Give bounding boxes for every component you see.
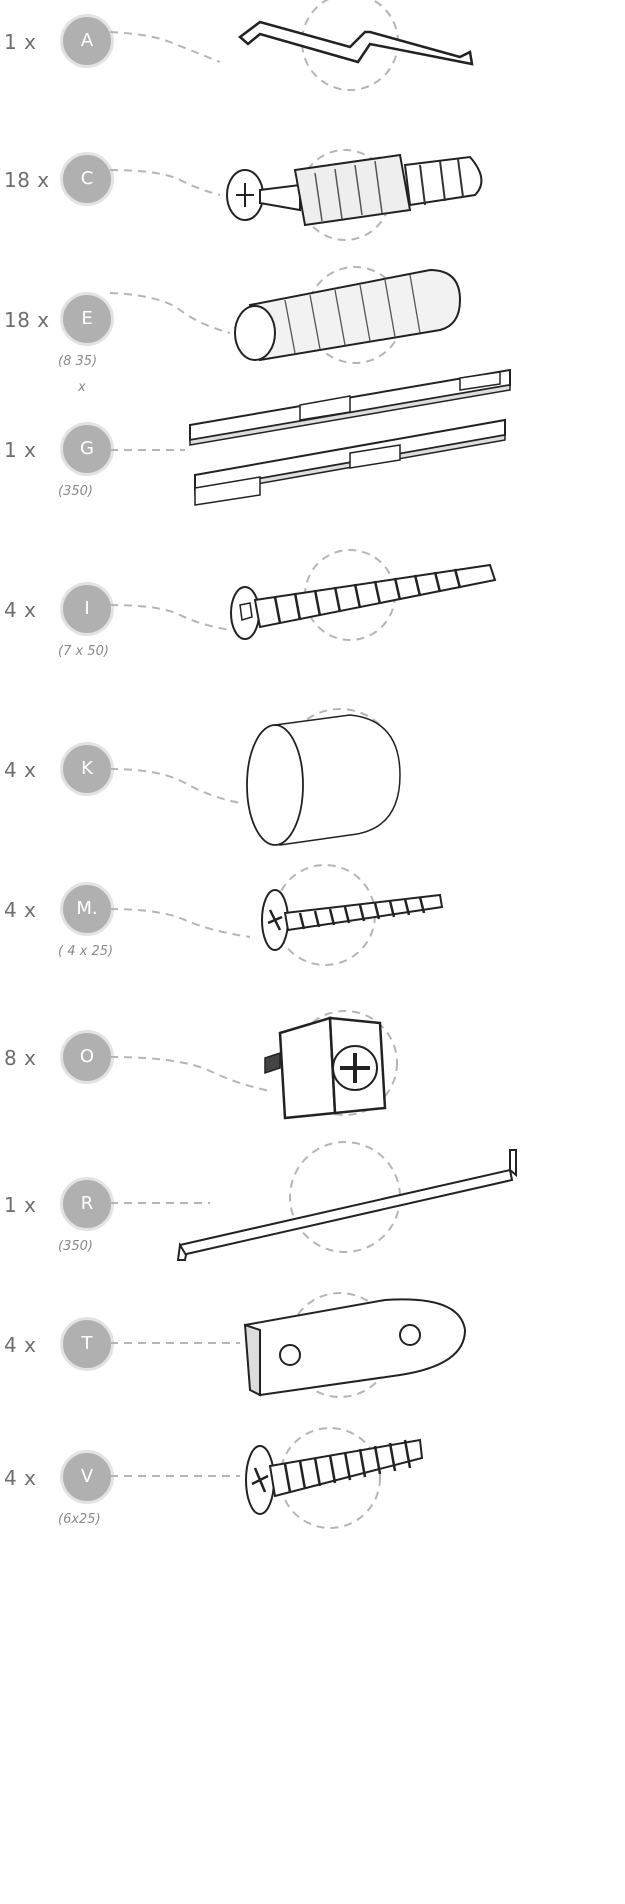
hex-key-icon [109,0,474,91]
part-letter-badge: C [60,152,114,206]
screw-icon [109,549,497,641]
bracket-icon [110,1292,467,1398]
part-row-e: 18 x E (8 35) x [0,266,625,440]
part-dimension-extra: x [78,380,86,395]
wooden-dowel-icon [109,266,462,364]
screw-icon [110,1427,424,1529]
part-quantity: 1 x [4,438,37,462]
screw-icon [109,864,444,966]
part-dimension: (350) [58,484,93,499]
part-row-r: 1 x R (350) [0,1141,625,1325]
part-quantity: 1 x [4,1193,37,1217]
part-letter-badge: I [60,582,114,636]
knob-icon [109,708,401,846]
part-row-a: 1 x A [0,0,625,162]
part-dimension: ( 4 x 25) [58,944,114,959]
part-quantity: 1 x [4,30,37,54]
part-quantity: 4 x [4,598,37,622]
cam-dowel-icon [109,149,483,241]
part-row-c: 18 x C [0,149,625,300]
part-quantity: 4 x [4,1466,37,1490]
part-dimension: (8 35) [58,354,98,369]
part-row-t: 4 x T [0,1292,625,1465]
part-letter-badge: A [60,14,114,68]
part-quantity: 4 x [4,1333,37,1357]
part-row-k: 4 x K [0,708,625,890]
part-quantity: 4 x [4,898,37,922]
part-letter-badge: E [60,292,114,346]
part-row-m: 4 x M. ( 4 x 25) [0,864,625,1030]
part-row-o: 8 x O [0,1010,625,1178]
metal-bar-icon [110,1141,517,1261]
part-quantity: 18 x [4,308,50,332]
part-quantity: 8 x [4,1046,37,1070]
part-dimension: (6x25) [58,1512,101,1527]
part-row-g: 1 x G (350) [0,368,625,570]
part-quantity: 18 x [4,168,50,192]
part-quantity: 4 x [4,758,37,782]
cam-lock-icon [109,1010,398,1120]
drawer-runner-icon [110,368,511,506]
part-dimension: (7 x 50) [58,644,109,659]
part-row-i: 4 x I (7 x 50) [0,549,625,730]
part-dimension: (350) [58,1239,93,1254]
part-row-v: 4 x V (6x25) [0,1427,625,1598]
